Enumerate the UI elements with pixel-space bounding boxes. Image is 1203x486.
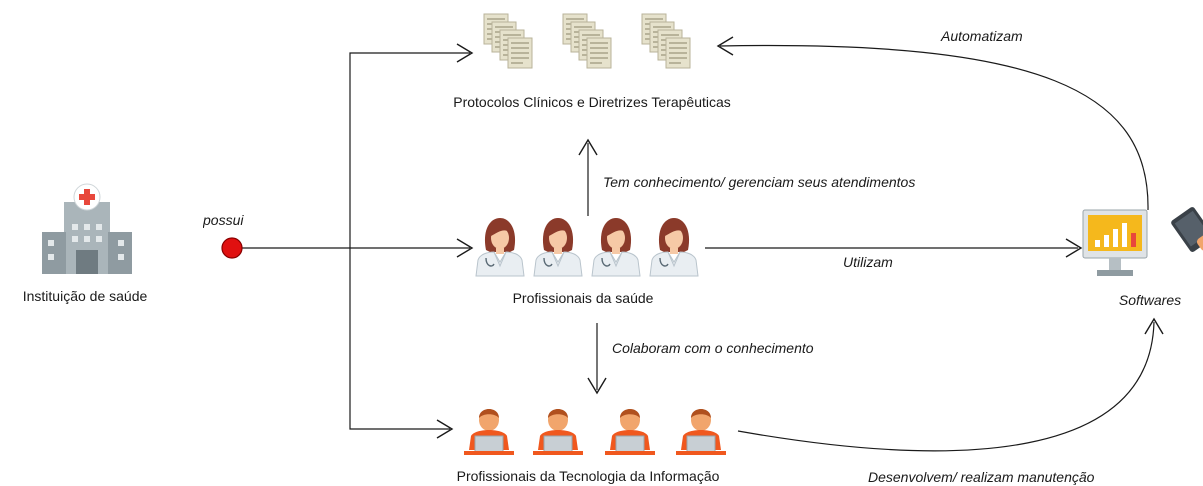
arrowhead-icon	[456, 238, 474, 258]
monitor-chart-icon	[1082, 209, 1148, 276]
tablet-icon	[1171, 207, 1203, 252]
edge-label-desenvolvem: Desenvolvem/ realizam manutenção	[868, 469, 1095, 485]
doctor-icon	[475, 217, 699, 277]
arrowhead-icon	[456, 43, 474, 63]
software-label: Softwares	[1118, 292, 1182, 308]
arrowhead-icon	[716, 36, 734, 56]
edge-label-automatizam: Automatizam	[941, 28, 1023, 44]
edge-possui-protocols	[349, 52, 470, 248]
hospital-icon	[42, 183, 132, 274]
institution-label: Instituição de saúde	[22, 288, 148, 304]
developer-icon	[463, 408, 727, 456]
arrowhead-icon	[436, 419, 454, 439]
connector-lines	[232, 44, 1155, 452]
edge-automatizam	[719, 44, 1149, 211]
arrowhead-icon	[587, 377, 607, 395]
arrowhead-icon	[1144, 317, 1164, 335]
document-stack-icon	[484, 14, 690, 68]
connector-dot	[221, 237, 243, 259]
health-professionals-label: Profissionais da saúde	[512, 290, 654, 306]
it-professionals-label: Profissionais da Tecnologia da Informaçã…	[456, 468, 720, 484]
arrowhead-icon	[578, 138, 598, 156]
protocols-label: Protocolos Clínicos e Diretrizes Terapêu…	[453, 94, 731, 110]
edge-label-colaboram: Colaboram com o conhecimento	[612, 340, 814, 356]
edge-desenvolvem	[737, 321, 1155, 452]
arrow-heads	[436, 36, 1164, 439]
edge-label-tem-conhecimento: Tem conhecimento/ gerenciam seus atendim…	[603, 174, 916, 190]
edge-label-utilizam: Utilizam	[843, 254, 893, 270]
edge-label-possui: possui	[203, 212, 244, 228]
edge-possui-it	[349, 248, 450, 430]
arrowhead-icon	[1065, 238, 1083, 258]
